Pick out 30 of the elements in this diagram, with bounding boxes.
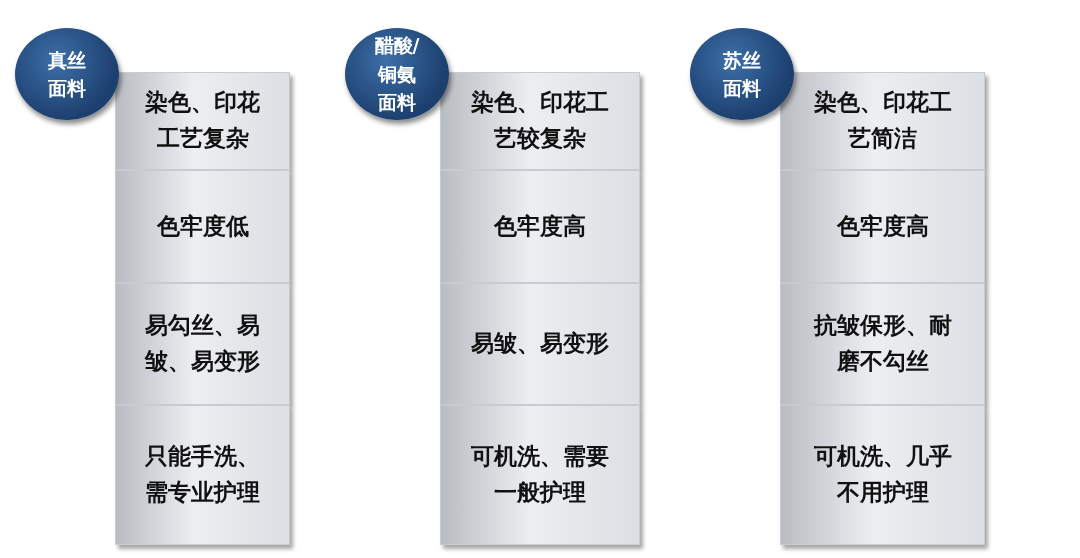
property-card — [115, 283, 290, 405]
property-card — [440, 170, 640, 283]
property-text: 色牢度低 — [156, 211, 249, 241]
property-card — [780, 72, 985, 170]
header-text: 真丝面料 — [47, 47, 87, 101]
property-text: 只能手洗、需专业护理 — [144, 442, 261, 507]
property-text: 可机洗、几乎不用护理 — [812, 442, 953, 507]
property-card — [780, 405, 985, 545]
header-circle — [345, 28, 449, 120]
property-text: 染色、印花工艺复杂 — [144, 88, 261, 153]
property-text: 染色、印花工艺简洁 — [812, 88, 953, 153]
property-text: 易勾丝、易皱、易变形 — [143, 311, 261, 376]
property-card — [780, 170, 985, 283]
property-text: 染色、印花工艺较复杂 — [470, 88, 610, 153]
property-text: 可机洗、需要一般护理 — [470, 442, 610, 507]
property-text: 抗皱保形、耐磨不勾丝 — [812, 311, 953, 376]
header-text: 醋酸/铜氨面料 — [373, 33, 421, 116]
property-card — [440, 72, 640, 170]
property-card — [780, 283, 985, 405]
property-card — [115, 72, 290, 170]
property-card — [115, 170, 290, 283]
property-card — [440, 405, 640, 545]
header-circle — [690, 28, 794, 120]
property-text: 色牢度高 — [494, 211, 586, 241]
header-text: 苏丝面料 — [722, 47, 762, 101]
property-card — [115, 405, 290, 545]
header-circle — [15, 28, 119, 120]
property-card — [440, 283, 640, 405]
property-text: 色牢度高 — [836, 211, 929, 241]
property-text: 易皱、易变形 — [471, 329, 609, 359]
